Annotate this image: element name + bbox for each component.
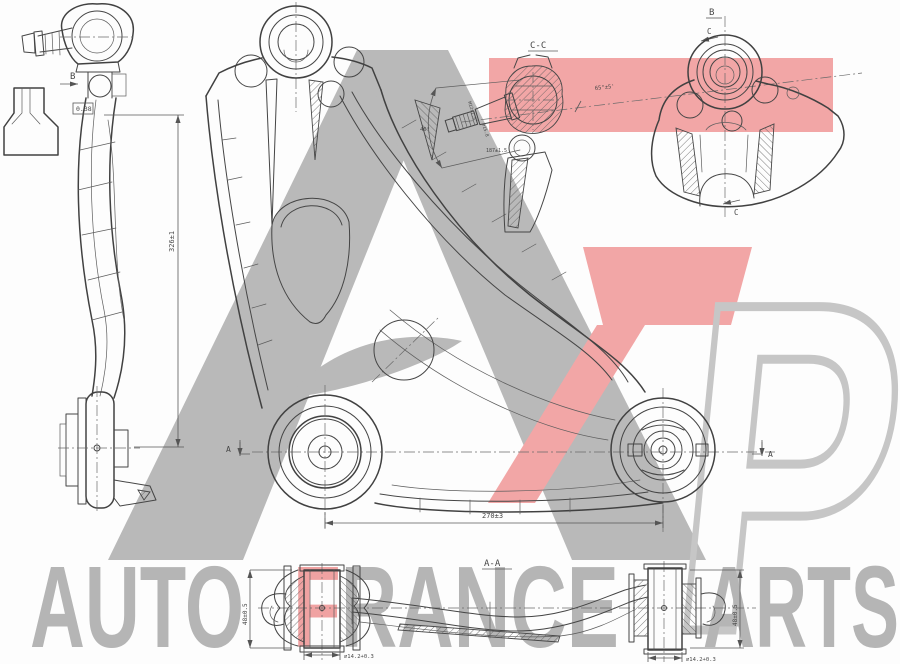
dim-right-bore: ⌀14.2+0.3 xyxy=(686,657,716,663)
dim-stud-dia: ⌀15.8 xyxy=(480,123,490,138)
brand-word-arts: ARTS xyxy=(703,542,899,664)
logo-letter-a xyxy=(108,50,706,560)
dim-height-326: 326±1 xyxy=(168,231,176,252)
brand-word-auto: AUTO xyxy=(30,542,244,664)
view-arrow-b-label: B xyxy=(70,72,75,82)
side-view: B 0.38 326±1 xyxy=(3,3,184,514)
dim-right-height: 48±0.5 xyxy=(732,604,739,626)
section-arrow-a-right: A xyxy=(768,450,773,459)
view-b: B C C xyxy=(650,8,845,220)
dim-width-270: 270±3 xyxy=(482,512,503,520)
dim-axis-angle: 65°±5' xyxy=(595,84,615,92)
section-arrow-a-left: A xyxy=(226,445,231,454)
dim-left-height: 48±0.5 xyxy=(242,603,249,625)
brand-watermark: AUTO FRANCE ARTS xyxy=(30,542,899,664)
ball-stud xyxy=(444,92,521,133)
aa-left-bushing xyxy=(261,564,371,653)
brand-word-rance: RANCE xyxy=(341,542,619,664)
afp-logo-watermark: P xyxy=(108,50,900,664)
section-cc-title: C-C xyxy=(530,41,546,51)
section-aa-view: A-A xyxy=(242,559,756,663)
spec-box-value: 0.38 xyxy=(76,105,92,113)
brand-word-france: FRANCE xyxy=(293,542,619,664)
cut-arrow-c-top-label: C xyxy=(707,27,712,36)
section-aa-title: A-A xyxy=(484,559,501,569)
dim-cone-angle: 46° xyxy=(420,127,430,133)
section-cc-view: C-C 65°±5' 46° M12x1.5 ⌀15.8 187±1.5 xyxy=(420,41,863,233)
dim-stud-length: 187±1.5 xyxy=(486,148,507,154)
dim-thread-spec: M12x1.5 xyxy=(466,101,477,121)
cut-arrow-c-bottom-label: C xyxy=(734,208,739,217)
aa-right-bushing xyxy=(628,563,726,655)
dim-left-bore: ⌀14.2+0.3 xyxy=(344,654,374,660)
view-b-title: B xyxy=(709,8,714,18)
